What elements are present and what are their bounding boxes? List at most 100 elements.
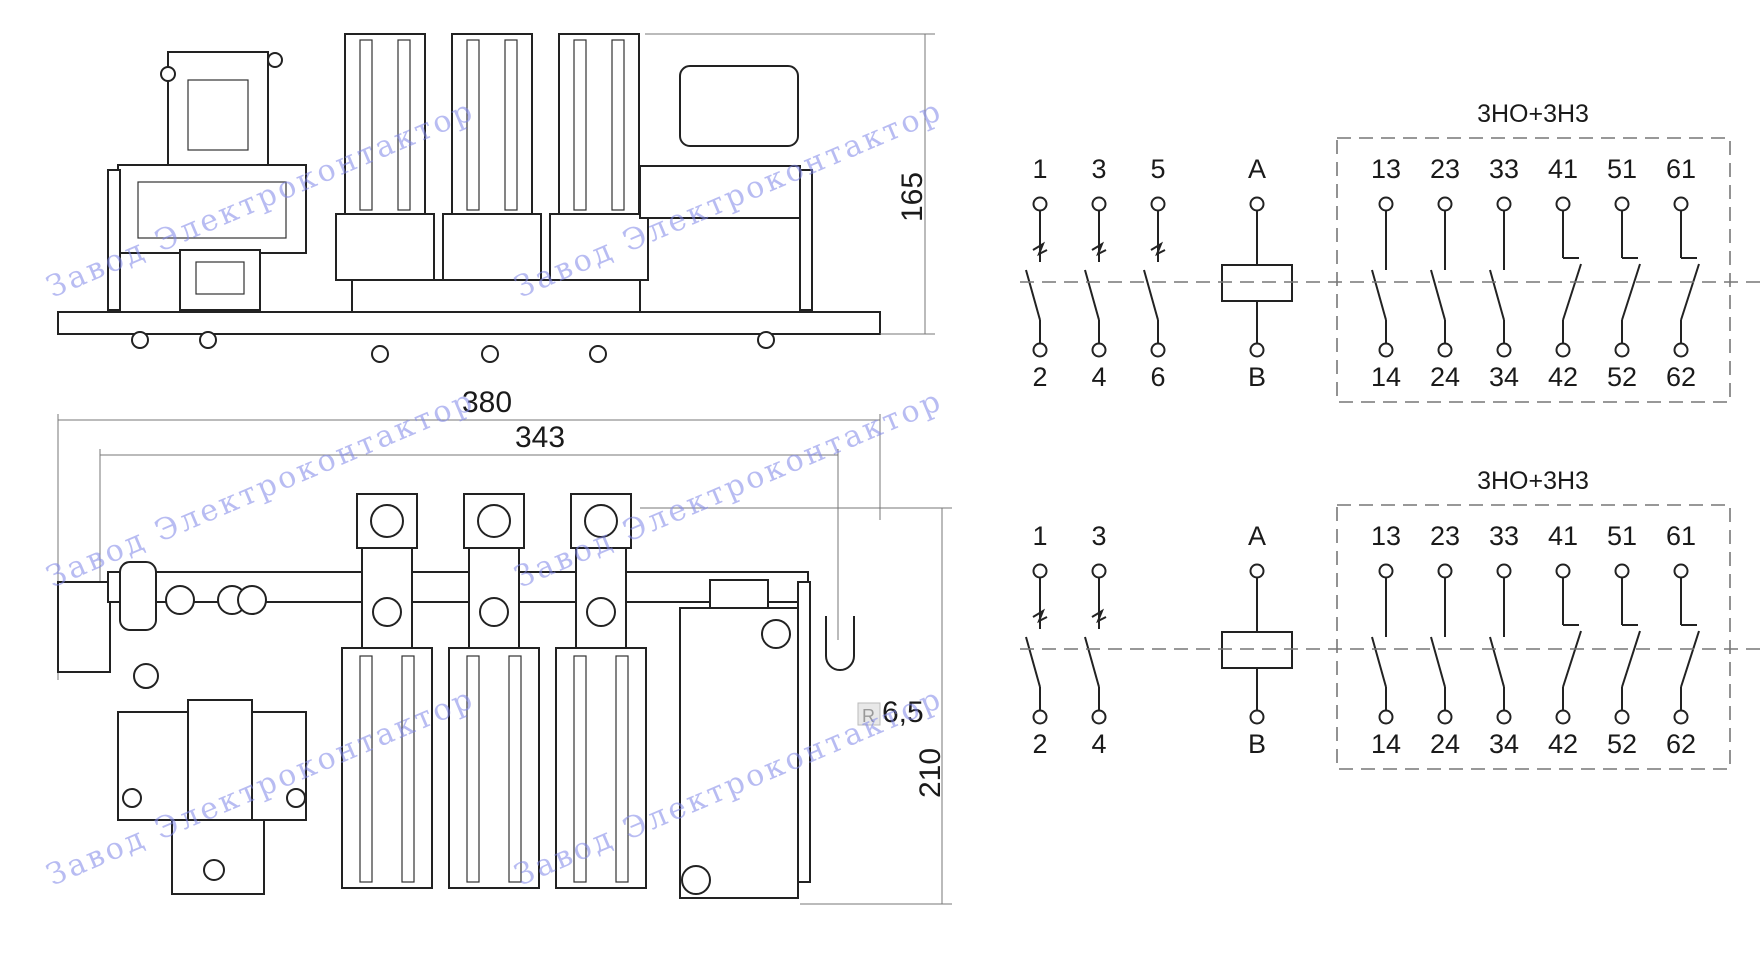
main-contact: 34 (1084, 521, 1107, 759)
terminal-node (1249, 196, 1265, 212)
terminal-label: 14 (1371, 362, 1401, 392)
terminal-label: 41 (1548, 521, 1578, 551)
terminal-label: 61 (1666, 154, 1696, 184)
base-plate (57, 311, 881, 335)
dim-width-mount: 343 (515, 421, 565, 454)
main-contact: 12 (1025, 521, 1048, 759)
terminal-node (1614, 342, 1630, 358)
terminal-node (1614, 563, 1630, 579)
terminal-node (1091, 709, 1107, 725)
terminal-node (1249, 709, 1265, 725)
shaft-bar (107, 571, 809, 603)
terminal-node (1614, 196, 1630, 212)
terminal-node (1496, 709, 1512, 725)
aux-nc-contact: 51 52 (1607, 521, 1641, 759)
terminal-label: 13 (1371, 154, 1401, 184)
terminal-label: 3 (1091, 154, 1106, 184)
aux-no-contact: 13 14 (1371, 521, 1401, 759)
coil-label-b: B (1248, 729, 1266, 759)
terminal-node (1032, 196, 1048, 212)
main-contact: 34 (1084, 154, 1107, 392)
aux-nc-contact: 51 52 (1607, 154, 1641, 392)
terminal-label: 6 (1150, 362, 1165, 392)
terminal-node (1150, 196, 1166, 212)
terminal-label: 13 (1371, 521, 1401, 551)
terminal-node (1496, 563, 1512, 579)
aux-nc-contact: 41 42 (1548, 521, 1582, 759)
terminal-node (1555, 563, 1571, 579)
terminal-label: 1 (1032, 154, 1047, 184)
terminal-label: 4 (1091, 362, 1106, 392)
terminal-node (1673, 342, 1689, 358)
terminal-label: 2 (1032, 362, 1047, 392)
terminal-node (1091, 563, 1107, 579)
terminal-node (1032, 563, 1048, 579)
coil-label-a: A (1248, 154, 1266, 184)
radius-mark: R (862, 706, 875, 726)
terminal-label: 1 (1032, 521, 1047, 551)
pole-3 (549, 33, 649, 281)
coil: AB (1221, 154, 1293, 392)
terminal-label: 2 (1032, 729, 1047, 759)
pole-3-top (555, 493, 647, 889)
aux-no-contact: 23 24 (1430, 154, 1460, 392)
terminal-node (1496, 342, 1512, 358)
terminal-label: 34 (1489, 362, 1519, 392)
terminal-label: 5 (1150, 154, 1165, 184)
terminal-node (1249, 342, 1265, 358)
aux-nc-contact: 61 62 (1666, 521, 1700, 759)
armature (179, 249, 261, 311)
dim-width-overall: 380 (462, 386, 512, 419)
contactor-top-view: R 6,5 210 (57, 493, 952, 905)
terminal-label: 52 (1607, 362, 1637, 392)
terminal-node (1496, 196, 1512, 212)
dim-hole-radius: 6,5 (882, 696, 924, 729)
dim-height-side: 165 (896, 172, 929, 222)
aux-header: 3НО+3Н3 (1477, 467, 1589, 495)
terminal-label: 61 (1666, 521, 1696, 551)
terminal-label: 14 (1371, 729, 1401, 759)
aux-no-contact: 33 34 (1489, 521, 1519, 759)
main-contact: 12 (1025, 154, 1048, 392)
terminal-label: 23 (1430, 154, 1460, 184)
terminal-node (1378, 342, 1394, 358)
terminal-label: 42 (1548, 729, 1578, 759)
terminal-label: 52 (1607, 729, 1637, 759)
pole-base (351, 279, 641, 313)
terminal-node (1378, 196, 1394, 212)
contactor-side-view: 165 (57, 33, 935, 363)
terminal-label: 62 (1666, 729, 1696, 759)
pole-2-top (448, 493, 540, 889)
terminal-label: 3 (1091, 521, 1106, 551)
pole-2 (442, 33, 542, 281)
terminal-label: 24 (1430, 362, 1460, 392)
terminal-label: 34 (1489, 729, 1519, 759)
dim-height-top: 210 (914, 748, 947, 798)
aux-no-contact: 13 14 (1371, 154, 1401, 392)
watermark-text: Завод Электроконтактор (509, 383, 948, 596)
coil-label-b: B (1248, 362, 1266, 392)
pole-1-top (341, 493, 433, 889)
aux-bracket (639, 165, 801, 219)
terminal-node (1150, 342, 1166, 358)
terminal-label: 42 (1548, 362, 1578, 392)
terminal-label: 62 (1666, 362, 1696, 392)
terminal-node (1091, 342, 1107, 358)
terminal-node (1673, 563, 1689, 579)
terminal-node (1437, 342, 1453, 358)
terminal-label: 24 (1430, 729, 1460, 759)
terminal-node (1437, 196, 1453, 212)
terminal-label: 51 (1607, 521, 1637, 551)
main-contact: 56 (1143, 154, 1166, 392)
terminal-node (1032, 709, 1048, 725)
terminal-label: 51 (1607, 154, 1637, 184)
terminal-label: 33 (1489, 521, 1519, 551)
terminal-node (1091, 196, 1107, 212)
terminal-node (1437, 563, 1453, 579)
terminal-node (1032, 342, 1048, 358)
